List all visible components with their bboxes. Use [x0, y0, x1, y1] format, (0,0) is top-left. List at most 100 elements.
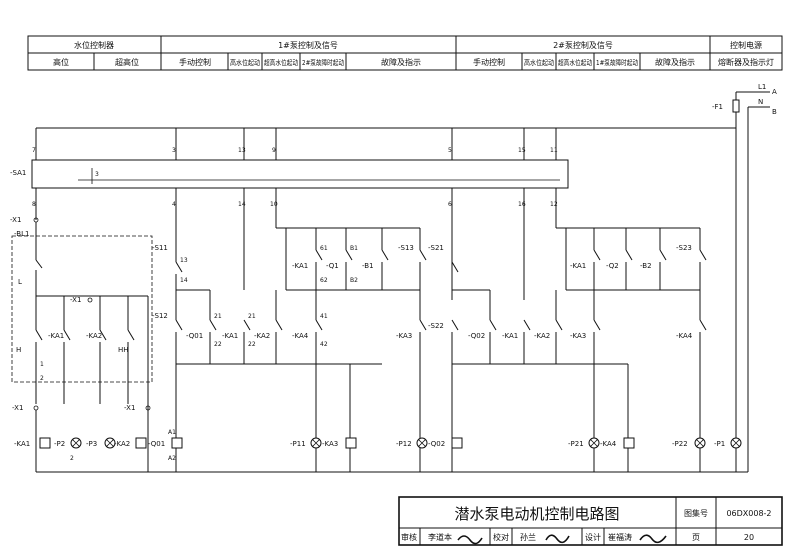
svg-text:B2: B2 — [350, 277, 358, 284]
set-label: 图集号 — [684, 508, 708, 518]
wire-num-11: 11 — [550, 147, 558, 154]
label-ka3-contact-p1: -KA3 — [396, 332, 412, 340]
lamp-p21: -P21 — [568, 437, 600, 449]
selector-sa1: -SA1 3 — [10, 159, 569, 189]
pump2-branches: -S21 -S22 -Q02 -KA1 -KA2 -KA3 -KA1 — [428, 227, 707, 472]
header-table: 水位控制器 1#泵控制及信号 2#泵控制及信号 控制电源 高位 超高位 手动控制… — [27, 35, 783, 71]
label-q02-contact: -Q02 — [468, 332, 485, 340]
header-sub-over-high-start-2: 超高水位起动 — [558, 58, 592, 67]
svg-text:21: 21 — [248, 313, 256, 320]
lamp-p11: -P11 — [290, 437, 322, 449]
page-label: 页 — [692, 533, 700, 542]
svg-text:22: 22 — [248, 341, 256, 348]
label-s23: -S23 — [676, 244, 692, 252]
svg-text:B1: B1 — [350, 245, 358, 252]
checker-name: 孙兰 — [520, 532, 536, 542]
wire-num-12: 12 — [550, 201, 558, 208]
label-ka1-contact-left: -KA1 — [48, 332, 64, 340]
designer-signature — [639, 534, 667, 544]
reviewer-signature — [457, 535, 483, 545]
wire-num-5: 5 — [448, 147, 452, 154]
header-sub-fuse-lamp: 熔断器及指示灯 — [718, 57, 774, 67]
header-sub-high-start-1: 高水位起动 — [230, 58, 260, 67]
label-sa1: -SA1 — [10, 169, 26, 177]
bus-drops: 7 3 13 9 5 15 11 8 4 14 10 6 16 12 — [32, 128, 558, 300]
label-ka3-contact-p2: -KA3 — [570, 332, 586, 340]
label-coil-ka4: -KA4 — [600, 440, 617, 448]
wire-num-14: 14 — [238, 201, 246, 208]
checker-signature — [545, 534, 570, 544]
label-ka1-contact-p2: -KA1 — [502, 332, 518, 340]
label-coil-q02: -Q02 — [428, 440, 445, 448]
coil-q01 — [171, 437, 183, 449]
label-ka4-contact-p1: -KA4 — [292, 332, 309, 340]
label-ka1-upper-p1: -KA1 — [292, 262, 308, 270]
label-lamp-p11: -P11 — [290, 440, 306, 448]
label-q01-contact: -Q01 — [186, 332, 203, 340]
svg-text:A2: A2 — [168, 455, 176, 462]
wire-num-9: 9 — [272, 147, 276, 154]
label-f1: -F1 — [712, 103, 723, 111]
diagram-title: 潜水泵电动机控制电路图 — [454, 505, 619, 523]
header-control-power: 控制电源 — [730, 40, 762, 50]
label-x1-low-right: -X1 — [124, 404, 135, 412]
label-q2: -Q2 — [606, 262, 619, 270]
label-a: A — [772, 88, 777, 96]
lamp-p12: -P12 — [396, 437, 428, 449]
svg-text:3: 3 — [95, 171, 99, 178]
terminal-numbers: 13 14 21 22 21 22 41 42 61 62 B1 B2 A1 A… — [40, 245, 358, 462]
wire-num-16: 16 — [518, 201, 526, 208]
label-ka4-contact-p2: -KA4 — [676, 332, 693, 340]
label-l: L — [18, 278, 22, 286]
label-b1: -B1 — [362, 262, 374, 270]
role-checker-label: 校对 — [493, 532, 509, 542]
label-s13: -S13 — [398, 244, 414, 252]
lamp-p22: -P22 — [672, 437, 706, 449]
label-l1: L1 — [758, 83, 766, 91]
coil-q02 — [451, 437, 463, 449]
label-s11: -S11 — [152, 244, 168, 252]
header-pump2-control: 2#泵控制及信号 — [553, 40, 613, 50]
label-x1-top: -X1 — [10, 216, 21, 224]
label-x1-mid: -X1 — [70, 296, 81, 304]
svg-text:2: 2 — [70, 455, 74, 462]
header-sub-manual-2: 手动控制 — [473, 57, 505, 67]
coil-ka2 — [135, 437, 147, 449]
svg-text:61: 61 — [320, 245, 328, 252]
lamp-p3: -P3 — [86, 437, 116, 449]
svg-text:21: 21 — [214, 313, 222, 320]
header-sub-over-high-start-1: 超高水位起动 — [264, 58, 298, 67]
wire-num-13: 13 — [238, 147, 246, 154]
svg-text:A1: A1 — [168, 429, 176, 436]
header-pump1-control: 1#泵控制及信号 — [278, 40, 338, 50]
wire-num-8: 8 — [32, 201, 36, 208]
label-ka1-upper-p2: -KA1 — [570, 262, 586, 270]
label-ka2-contact-p1: -KA2 — [254, 332, 270, 340]
svg-text:42: 42 — [320, 341, 328, 348]
label-coil-ka2: -KA2 — [114, 440, 130, 448]
header-water-level-controller: 水位控制器 — [74, 40, 114, 50]
wire-num-7: 7 — [32, 147, 36, 154]
power-rails: L1 A N B -F1 — [36, 83, 777, 473]
label-lamp-p22: -P22 — [672, 440, 688, 448]
label-h: H — [16, 346, 21, 354]
wire-num-4: 4 — [172, 201, 176, 208]
header-sub-high-start-2: 高水位起动 — [524, 58, 554, 67]
label-lamp-p1: -P1 — [714, 440, 725, 448]
coil-ka4 — [623, 437, 635, 449]
header-sub-high-level: 高位 — [53, 57, 69, 67]
lamp-p2: -P2 — [54, 437, 82, 449]
lamp-p1: -P1 — [714, 437, 742, 449]
reviewer-name: 李道本 — [428, 532, 452, 542]
label-b2: -B2 — [640, 262, 652, 270]
role-reviewer-label: 审核 — [401, 532, 417, 542]
label-s12: -S12 — [152, 312, 168, 320]
header-sub-manual-1: 手动控制 — [179, 57, 211, 67]
fuse-f1 — [732, 99, 740, 113]
svg-text:22: 22 — [214, 341, 222, 348]
label-x1-low: -X1 — [12, 404, 23, 412]
svg-text:2: 2 — [40, 375, 44, 382]
header-sub-fault-start-1: 2#泵故障时起动 — [302, 58, 344, 67]
set-number: 06DX008-2 — [726, 509, 771, 518]
